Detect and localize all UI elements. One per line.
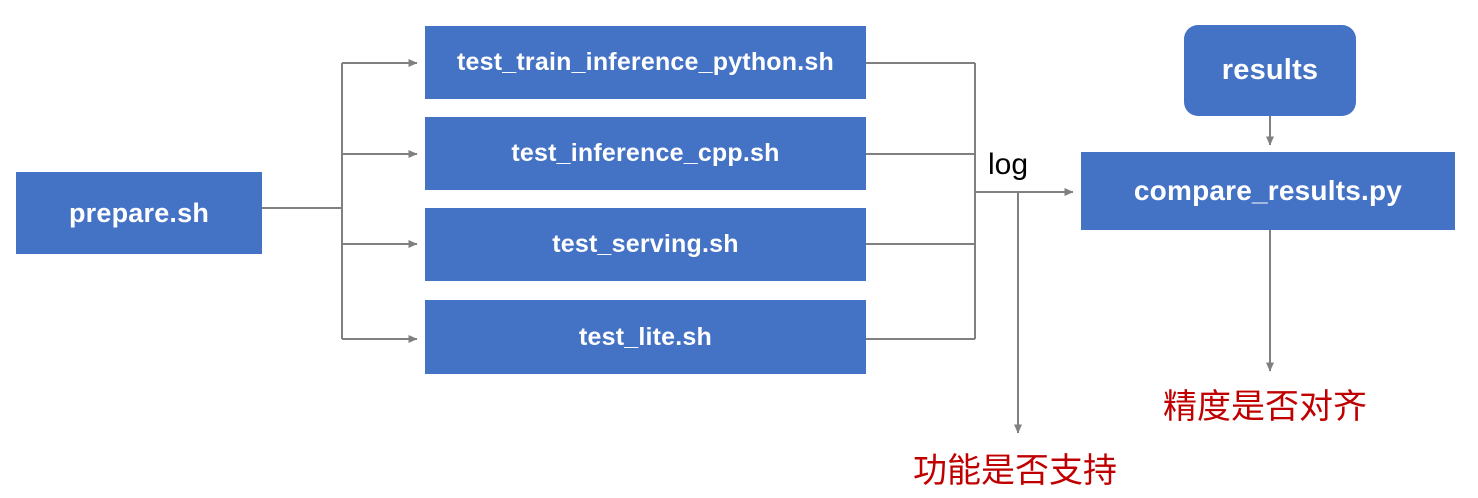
node-test-serving-sh[interactable]: test_serving.sh [425,208,866,281]
annotation-functionality-supported: 功能是否支持 [913,451,1117,491]
node-prepare-sh[interactable]: prepare.sh [16,172,262,254]
node-compare-results-py[interactable]: compare_results.py [1081,152,1455,230]
edge-label-log: log [988,148,1029,181]
node-test-inference-cpp-sh[interactable]: test_inference_cpp.sh [425,117,866,190]
node-results[interactable]: results [1184,25,1356,116]
node-test-lite-sh[interactable]: test_lite.sh [425,300,866,374]
annotation-accuracy-aligned: 精度是否对齐 [1163,387,1367,427]
node-test-train-inference-python-sh[interactable]: test_train_inference_python.sh [425,26,866,99]
